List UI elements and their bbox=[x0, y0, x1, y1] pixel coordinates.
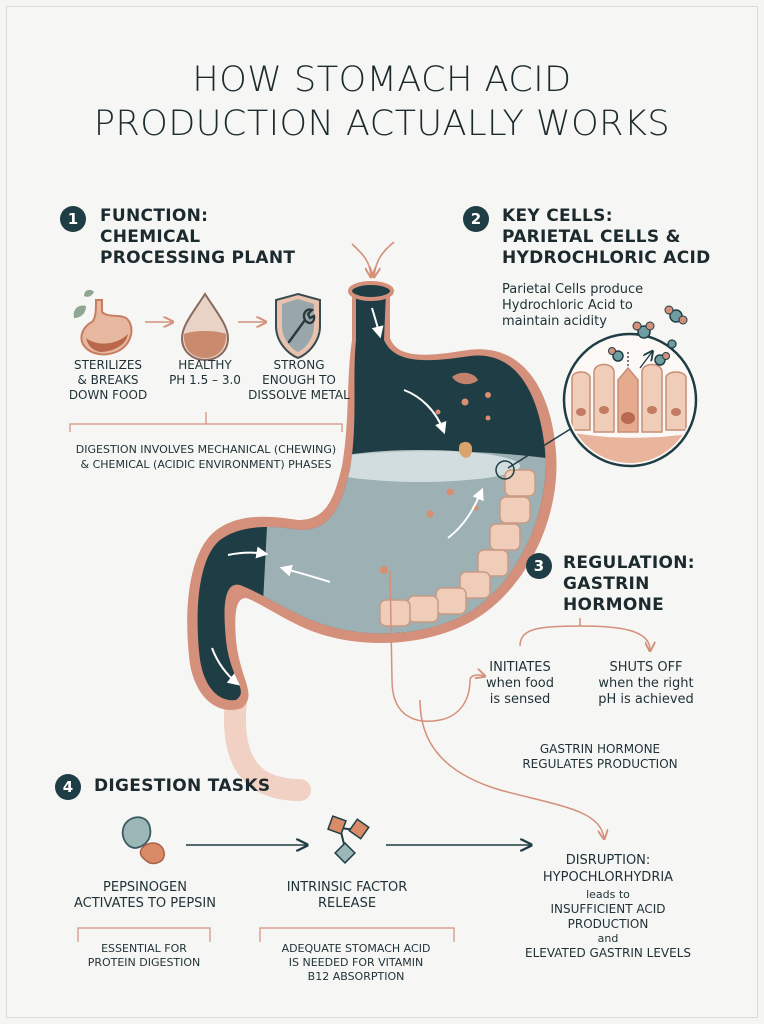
stomach-icon bbox=[73, 289, 133, 356]
section2-heading: KEY CELLS: PARIETAL CELLS & HYDROCHLORIC… bbox=[502, 206, 711, 268]
section2-number: 2 bbox=[463, 206, 489, 232]
pepsinogen-icon bbox=[121, 816, 165, 865]
stomach-to-initiates-arrow bbox=[389, 569, 484, 722]
intrinsic-factor-icon bbox=[327, 815, 370, 864]
regulation-loop-arrow bbox=[519, 625, 650, 650]
magnifier-connector bbox=[507, 427, 573, 469]
food-particle-2 bbox=[458, 441, 473, 458]
acid-bubbles bbox=[380, 392, 491, 574]
parietal-cells-text: Parietal Cells produce Hydrochloric Acid… bbox=[502, 282, 644, 329]
cell-nuclei bbox=[576, 406, 681, 424]
section1-heading: FUNCTION: CHEMICAL PROCESSING PLANT bbox=[100, 206, 296, 268]
regulation-to-disruption-arrow bbox=[419, 699, 604, 838]
disruption-block: DISRUPTION: HYPOCHLORHYDRIA leads to INS… bbox=[524, 853, 692, 960]
section1-number: 1 bbox=[60, 206, 86, 232]
fluid-surface bbox=[320, 450, 520, 482]
gastrin-regulates-note: GASTRIN HORMONE REGULATES PRODUCTION bbox=[522, 742, 678, 771]
digestion-phases-note: DIGESTION INVOLVES MECHANICAL (CHEWING) … bbox=[75, 443, 337, 471]
protein-digestion-note: ESSENTIAL FOR PROTEIN DIGESTION bbox=[87, 942, 201, 969]
flow-arrow bbox=[371, 307, 384, 339]
sterilizes-label: STERILIZES & BREAKS DOWN FOOD bbox=[68, 358, 148, 402]
b12-absorption-note: ADEQUATE STOMACH ACID IS NEEDED FOR VITA… bbox=[281, 942, 431, 983]
pepsinogen-label: PEPSINOGEN ACTIVATES TO PEPSIN bbox=[73, 880, 216, 911]
magnifier-focus bbox=[495, 460, 515, 480]
initiates-block: INITIATES when food is sensed bbox=[486, 660, 554, 707]
flow-arrow bbox=[403, 389, 447, 435]
section3-heading: REGULATION: GASTRIN HORMONE bbox=[563, 553, 695, 615]
entry-arrow-left bbox=[351, 243, 371, 276]
flow-arrow bbox=[227, 546, 269, 559]
page-title-line-1: HOW STOMACH ACID bbox=[192, 60, 572, 100]
shield-wrench-icon bbox=[275, 292, 321, 360]
stomach-lining-cells bbox=[379, 469, 536, 627]
section3-number: 3 bbox=[526, 553, 552, 579]
section4-heading: DIGESTION TASKS bbox=[94, 776, 271, 796]
flow-arrow bbox=[447, 487, 484, 539]
section1-bracket bbox=[69, 423, 343, 432]
page-title-line-2: PRODUCTION ACTUALLY WORKS bbox=[93, 104, 671, 144]
factor-note-bracket bbox=[259, 927, 455, 942]
shuts-off-block: SHUTS OFF when the right pH is achieved bbox=[598, 660, 694, 707]
intrinsic-factor-label: INTRINSIC FACTOR RELEASE bbox=[286, 880, 408, 911]
food-particle bbox=[452, 372, 478, 385]
flow-arrow bbox=[211, 647, 240, 686]
esophagus-opening bbox=[348, 281, 394, 301]
entry-arrow-right bbox=[374, 241, 395, 276]
hcl-molecules bbox=[608, 305, 688, 366]
pepsin-note-bracket bbox=[77, 927, 211, 942]
dissolve-metal-label: STRONG ENOUGH TO DISSOLVE METAL bbox=[248, 358, 350, 402]
section4-number: 4 bbox=[55, 774, 81, 800]
flow-arrow bbox=[279, 564, 331, 583]
droplet-icon bbox=[180, 292, 230, 362]
healthy-ph-label: HEALTHY PH 1.5 – 3.0 bbox=[169, 358, 241, 387]
duodenum-tail bbox=[224, 689, 311, 801]
